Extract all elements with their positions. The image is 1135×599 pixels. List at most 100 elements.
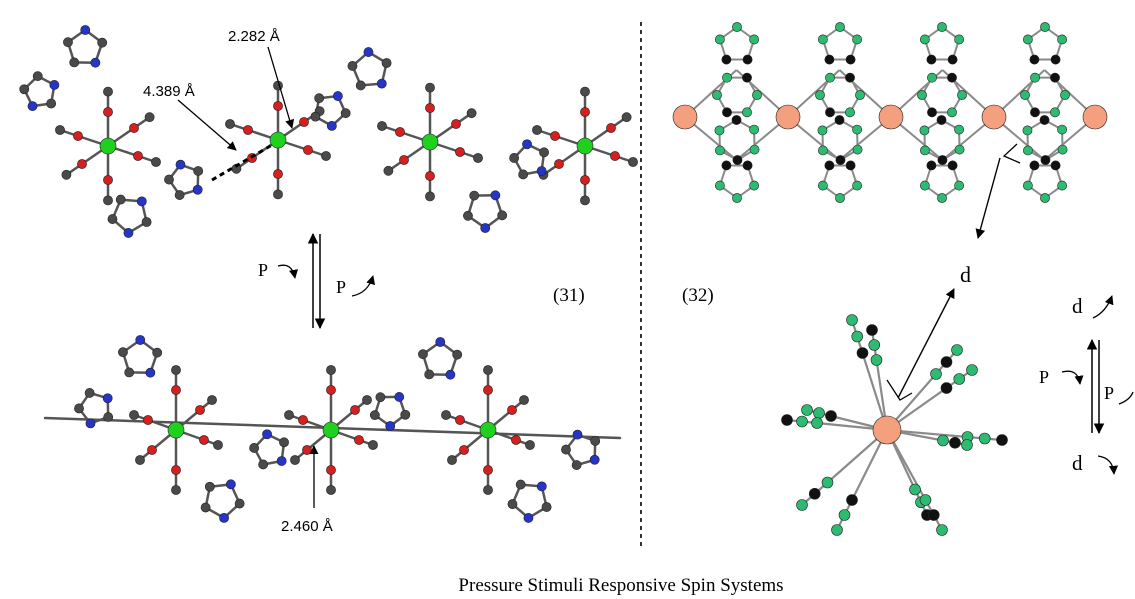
atom [141,217,152,227]
atom [234,498,245,509]
atom [32,71,43,82]
carbon-atom [321,151,331,161]
atom [63,37,73,48]
oxygen-atom [326,385,336,395]
equilibrium-arrows-31 [307,232,326,330]
ligand-atom [851,330,864,343]
pressure-label-reverse-32: P [1104,383,1114,403]
atom [732,22,742,32]
ligand-atom [996,434,1008,446]
atom [381,58,392,68]
atom [115,194,126,205]
ligand-atom [856,347,869,359]
atom [340,108,351,119]
carbon-atom [368,440,378,450]
atom [834,115,845,125]
d-upper-label: d [1072,294,1083,318]
carbon-atom [273,189,283,200]
carbon-atom [129,410,139,420]
atom [954,180,965,191]
oxygen-atom [195,405,205,415]
oxygen-atom [550,131,560,141]
carbon-atom [580,195,590,206]
carbon-atom [525,440,535,450]
oxygen-atom [103,107,113,117]
atom [435,337,446,347]
oxygen-atom [302,445,312,455]
carbon-atom [532,125,542,135]
atom [497,210,508,221]
carbon-atom [483,485,493,495]
metal-atom [878,104,904,130]
atom [947,160,958,171]
oxygen-atom [606,123,616,133]
curved-arrow-icon [1061,370,1084,385]
ligand-atom [838,509,851,521]
atom [1060,90,1070,100]
atom [947,54,958,65]
ligand-atom [940,356,953,368]
atom [102,393,113,404]
oxygen-atom [133,151,143,161]
pressure-label-forward-32: P [1039,367,1049,387]
ligand-atom [909,483,921,496]
oxygen-atom [483,465,493,475]
atom [536,166,547,176]
arrow-to-d-top [975,157,1001,239]
oxygen-atom [103,175,113,185]
atom [722,107,732,118]
atom [732,155,743,165]
atom [590,436,601,446]
atom [219,512,229,523]
ligand-atom [808,487,821,500]
curved-arrow-icon [1118,391,1134,405]
atom [749,34,760,45]
atom [731,115,742,125]
atom [463,210,473,221]
atom [742,54,753,65]
atom [1057,180,1068,191]
figure-caption: Pressure Stimuli Responsive Spin Systems [458,575,783,596]
structure-31-bottom [43,335,622,523]
ligand-atom [831,524,843,536]
pressure-label-forward-31: P [258,260,268,280]
atom [375,392,386,403]
carbon-atom [447,455,457,465]
distance-label-2460: 2.460 Å [281,518,333,535]
atom [947,107,957,118]
atom [824,54,835,65]
atom [193,166,204,176]
ligand-atom [846,494,858,506]
curved-arrow-icon [351,275,376,297]
carbon-atom [326,485,336,495]
atom [722,72,732,83]
atom [825,107,835,118]
atom [347,61,358,71]
carbon-atom [425,191,435,202]
atom [258,459,269,470]
atom [937,22,947,32]
atom [917,90,927,100]
atom [1030,72,1040,83]
atom [332,91,343,101]
atom [817,34,828,45]
ligand-atom [811,417,823,429]
oxygen-atom [507,405,517,415]
atom [518,169,529,180]
metal-atom [269,131,287,149]
atom [385,421,396,431]
atom [742,107,752,118]
atom [1030,107,1040,118]
atom [752,90,762,100]
oxygen-atom [580,107,590,117]
carbon-atom [144,112,155,123]
carbon-atom [151,157,161,167]
atom [1057,124,1067,135]
atom [1023,145,1033,156]
atom [749,144,760,155]
atom [920,145,930,156]
metal-atom [576,137,594,155]
atom [1040,193,1050,203]
compound-label-31: (31) [553,285,585,306]
